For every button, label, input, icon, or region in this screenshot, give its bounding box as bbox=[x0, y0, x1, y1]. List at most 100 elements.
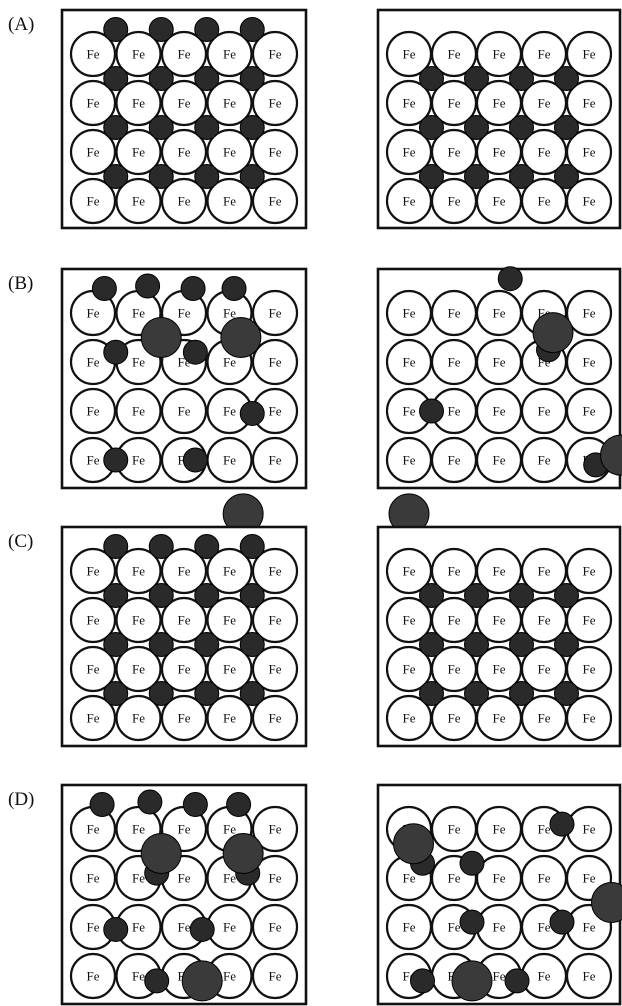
fe-atom: Fe bbox=[253, 905, 297, 949]
fe-atom: Fe bbox=[387, 438, 431, 482]
fe-atom-label: Fe bbox=[538, 613, 551, 628]
dark-atom bbox=[104, 340, 128, 364]
dark-atom bbox=[420, 682, 444, 706]
fe-atom-label: Fe bbox=[87, 564, 100, 579]
fe-atom-label: Fe bbox=[87, 404, 100, 419]
fe-atom-label: Fe bbox=[583, 613, 596, 628]
fe-atom-label: Fe bbox=[178, 822, 191, 837]
dark-atom bbox=[149, 67, 173, 91]
fe-atom-label: Fe bbox=[132, 355, 145, 370]
fe-atom-label: Fe bbox=[87, 306, 100, 321]
fe-atom-label: Fe bbox=[223, 47, 236, 62]
fe-atom-label: Fe bbox=[178, 96, 191, 111]
dark-atom bbox=[222, 277, 246, 301]
fe-atom-label: Fe bbox=[493, 355, 506, 370]
fe-atom-label: Fe bbox=[269, 613, 282, 628]
dark-atom bbox=[104, 535, 128, 559]
fe-atom-label: Fe bbox=[403, 47, 416, 62]
fe-atom-label: Fe bbox=[132, 822, 145, 837]
fe-atom-label: Fe bbox=[132, 453, 145, 468]
fe-atom-label: Fe bbox=[448, 613, 461, 628]
fe-atom-label: Fe bbox=[87, 969, 100, 984]
fe-atom-label: Fe bbox=[493, 47, 506, 62]
fe-atom-label: Fe bbox=[538, 969, 551, 984]
fe-atom-label: Fe bbox=[448, 306, 461, 321]
fe-atom-label: Fe bbox=[493, 145, 506, 160]
dark-atom bbox=[104, 67, 128, 91]
dark-atom bbox=[510, 682, 534, 706]
dark-atom bbox=[104, 633, 128, 657]
fe-atom-label: Fe bbox=[538, 871, 551, 886]
fe-atom-label: Fe bbox=[538, 194, 551, 209]
dark-atom bbox=[465, 67, 489, 91]
dark-atom bbox=[183, 448, 207, 472]
fe-atom-label: Fe bbox=[493, 564, 506, 579]
fe-atom-label: Fe bbox=[132, 47, 145, 62]
row-label-a: (A) bbox=[8, 14, 34, 35]
fe-atom-label: Fe bbox=[223, 404, 236, 419]
dark-atom bbox=[195, 535, 219, 559]
fe-atom: Fe bbox=[387, 291, 431, 335]
lattice-panel-b-left: FeFeFeFeFeFeFeFeFeFeFeFeFeFeFeFeFeFeFeFe bbox=[62, 269, 306, 534]
fe-atom: Fe bbox=[253, 291, 297, 335]
fe-atom-label: Fe bbox=[87, 453, 100, 468]
large-dark-atom bbox=[141, 834, 181, 874]
fe-atom-label: Fe bbox=[178, 920, 191, 935]
row-label-b: (B) bbox=[8, 273, 33, 294]
fe-atom-label: Fe bbox=[269, 96, 282, 111]
fe-atom-label: Fe bbox=[403, 355, 416, 370]
dark-atom bbox=[510, 165, 534, 189]
dark-atom bbox=[136, 274, 160, 298]
fe-atom-label: Fe bbox=[223, 871, 236, 886]
fe-atom-label: Fe bbox=[223, 96, 236, 111]
dark-atom bbox=[195, 165, 219, 189]
fe-atom-label: Fe bbox=[132, 711, 145, 726]
fe-atom: Fe bbox=[162, 389, 206, 433]
fe-atom-label: Fe bbox=[223, 920, 236, 935]
dark-atom bbox=[420, 116, 444, 140]
fe-atom-label: Fe bbox=[132, 145, 145, 160]
dark-atom bbox=[149, 584, 173, 608]
lattice-panel-b-right: FeFeFeFeFeFeFeFeFeFeFeFeFeFeFeFeFeFeFeFe bbox=[378, 267, 622, 534]
dark-atom bbox=[104, 165, 128, 189]
dark-atom bbox=[420, 633, 444, 657]
dark-atom bbox=[465, 584, 489, 608]
fe-atom-label: Fe bbox=[538, 711, 551, 726]
fe-atom-label: Fe bbox=[178, 613, 191, 628]
fe-atom-label: Fe bbox=[538, 662, 551, 677]
fe-atom-label: Fe bbox=[583, 822, 596, 837]
dark-atom bbox=[195, 682, 219, 706]
large-dark-atom bbox=[141, 318, 181, 358]
fe-atom-label: Fe bbox=[448, 145, 461, 160]
fe-atom: Fe bbox=[477, 438, 521, 482]
dark-atom bbox=[195, 67, 219, 91]
fe-atom-label: Fe bbox=[583, 404, 596, 419]
fe-atom-label: Fe bbox=[403, 613, 416, 628]
dark-atom bbox=[104, 584, 128, 608]
fe-atom-label: Fe bbox=[132, 662, 145, 677]
fe-atom: Fe bbox=[432, 807, 476, 851]
fe-atom-label: Fe bbox=[87, 194, 100, 209]
fe-atom-label: Fe bbox=[269, 920, 282, 935]
fe-atom-label: Fe bbox=[87, 96, 100, 111]
dark-atom bbox=[465, 116, 489, 140]
dark-atom bbox=[195, 116, 219, 140]
fe-atom: Fe bbox=[567, 954, 611, 998]
fe-atom: Fe bbox=[567, 340, 611, 384]
fe-atom: Fe bbox=[522, 438, 566, 482]
fe-atom-label: Fe bbox=[403, 96, 416, 111]
dark-atom bbox=[240, 116, 264, 140]
dark-atom bbox=[465, 633, 489, 657]
fe-atom-label: Fe bbox=[87, 871, 100, 886]
fe-atom-label: Fe bbox=[269, 822, 282, 837]
fe-atom-label: Fe bbox=[448, 194, 461, 209]
fe-atom-label: Fe bbox=[403, 404, 416, 419]
dark-atom bbox=[460, 910, 484, 934]
large-dark-atom bbox=[182, 961, 222, 1001]
fe-atom-label: Fe bbox=[493, 613, 506, 628]
dark-atom bbox=[510, 67, 534, 91]
fe-atom-label: Fe bbox=[403, 871, 416, 886]
fe-atom-label: Fe bbox=[493, 453, 506, 468]
